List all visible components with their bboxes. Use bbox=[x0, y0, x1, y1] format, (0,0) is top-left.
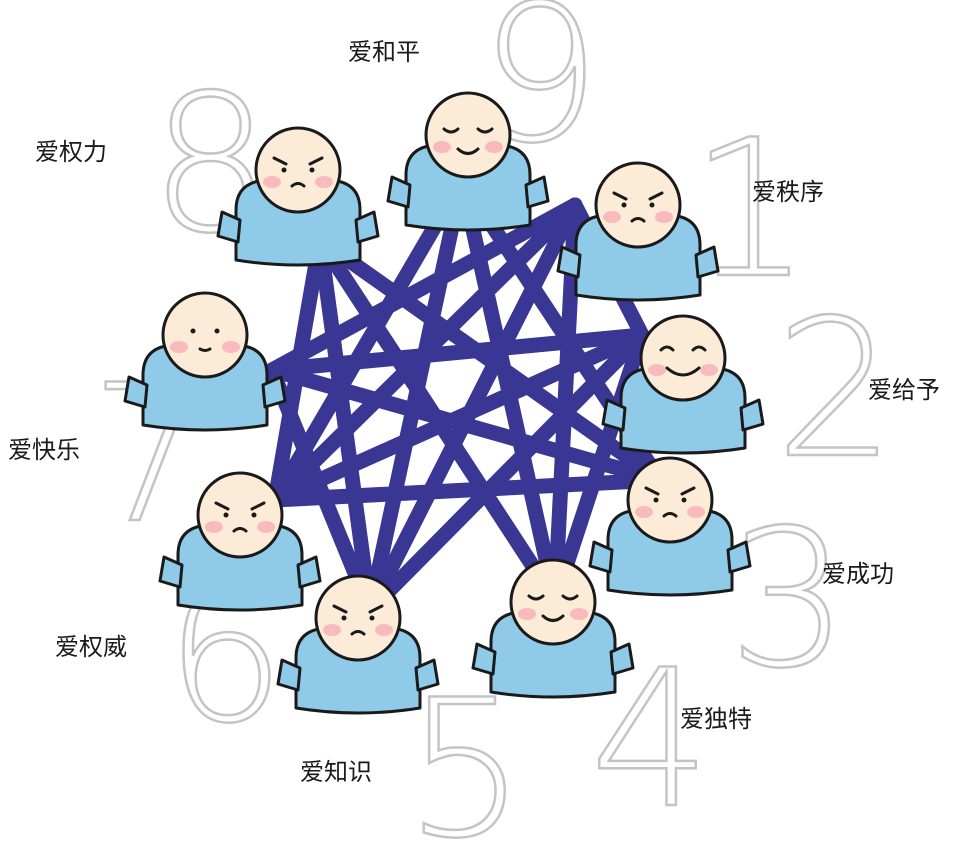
star-lines bbox=[264, 172, 668, 618]
figure-1 bbox=[556, 161, 720, 302]
figure-body bbox=[404, 143, 532, 232]
figure-head bbox=[626, 456, 714, 544]
figure-head bbox=[509, 558, 597, 646]
type-label-5: 爱知识 bbox=[300, 758, 372, 786]
connection-line-3-8 bbox=[312, 232, 668, 488]
figure-head bbox=[639, 314, 727, 402]
type-number-3: 3 bbox=[728, 489, 849, 710]
type-label-2: 爱给予 bbox=[868, 376, 940, 404]
connection-line-2-5 bbox=[362, 327, 650, 618]
type-label-6: 爱权威 bbox=[55, 633, 127, 661]
connection-line-3-6 bbox=[267, 472, 668, 508]
figures bbox=[123, 91, 765, 715]
figure-body bbox=[176, 523, 304, 612]
connection-line-1-7 bbox=[264, 197, 583, 378]
figure-head bbox=[424, 91, 512, 179]
type-label-3: 爱成功 bbox=[822, 560, 894, 588]
type-number-2: 2 bbox=[775, 279, 896, 500]
figure-body bbox=[574, 213, 702, 302]
connection-line-6-8 bbox=[267, 232, 328, 508]
figure-body bbox=[619, 366, 747, 455]
figure-7 bbox=[123, 291, 287, 432]
figure-4 bbox=[471, 558, 635, 699]
figure-8 bbox=[216, 126, 380, 267]
figure-6 bbox=[158, 471, 322, 612]
figure-head bbox=[254, 126, 342, 214]
connection-line-2-6 bbox=[267, 327, 650, 508]
figure-head bbox=[196, 471, 284, 559]
figure-3 bbox=[588, 456, 752, 597]
figure-body bbox=[489, 610, 617, 699]
connection-line-5-9 bbox=[362, 172, 470, 618]
connection-line-2-7 bbox=[264, 327, 650, 378]
figure-head bbox=[314, 574, 402, 662]
figure-body bbox=[234, 178, 362, 267]
figure-head bbox=[594, 161, 682, 249]
figure-body bbox=[606, 508, 734, 597]
type-label-1: 爱秩序 bbox=[752, 178, 824, 206]
type-label-9: 爱和平 bbox=[348, 38, 420, 66]
figure-9 bbox=[386, 91, 550, 232]
figure-head bbox=[161, 291, 249, 379]
figure-body bbox=[141, 343, 269, 432]
figure-body bbox=[294, 626, 422, 715]
type-label-4: 爱独特 bbox=[680, 705, 752, 733]
type-label-8: 爱权力 bbox=[35, 138, 107, 166]
figure-5 bbox=[276, 574, 440, 715]
connection-line-6-9 bbox=[267, 172, 470, 508]
figure-2 bbox=[601, 314, 765, 455]
type-number-1: 1 bbox=[690, 99, 811, 320]
type-label-7: 爱快乐 bbox=[8, 436, 80, 464]
